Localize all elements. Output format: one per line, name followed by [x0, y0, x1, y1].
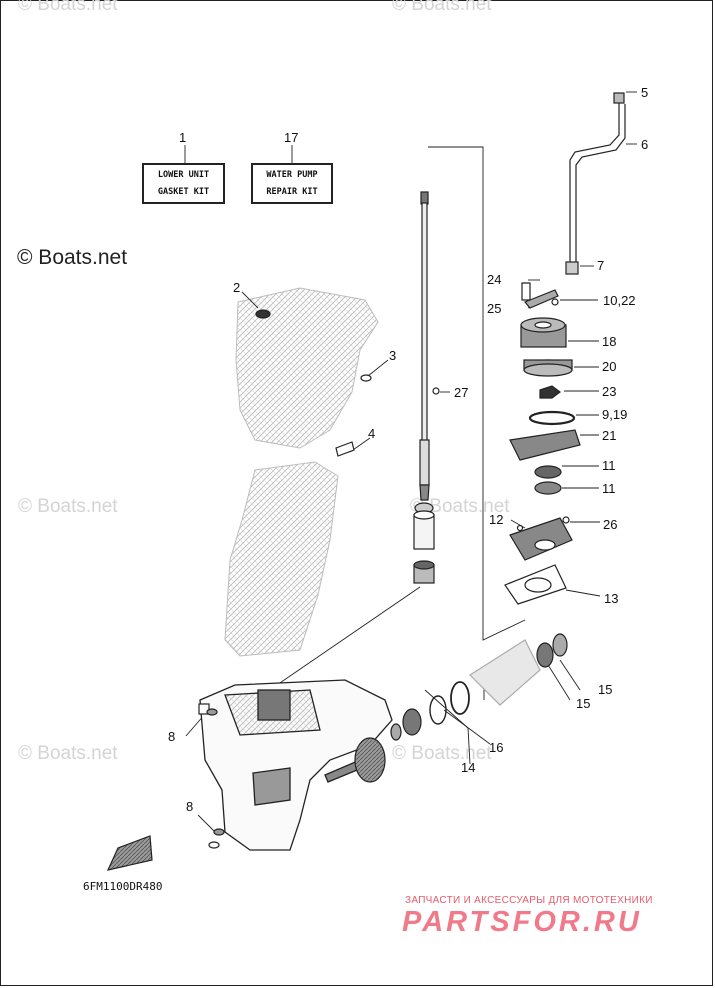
callout-16: 16 [489, 740, 504, 755]
watermark-mid-left: © Boats.net [18, 496, 118, 517]
small-hardware [198, 282, 570, 849]
callout-5: 5 [641, 85, 649, 100]
callout-21: 21 [602, 428, 617, 443]
callout-26: 26 [603, 517, 618, 532]
callout-8a: 8 [168, 729, 176, 744]
brand-tagline: ЗАПЧАСТИ И АКСЕССУАРЫ ДЛЯ МОТОТЕХНИКИ [405, 895, 653, 906]
watermark-main: © Boats.net [17, 246, 128, 269]
watermark-top-right: © Boats.net [392, 0, 492, 15]
callout-13: 13 [604, 591, 619, 606]
callout-1: 1 [179, 130, 187, 145]
callout-12: 12 [489, 512, 504, 527]
kit-gasket-line2: GASKET KIT [157, 187, 210, 197]
watermark-low-left: © Boats.net [18, 743, 118, 764]
watermark-low-right: © Boats.net [392, 743, 492, 764]
callout-18: 18 [602, 334, 617, 349]
callout-23: 23 [602, 384, 617, 399]
upper-housing-ghost [224, 287, 379, 657]
callout-24: 24 [487, 272, 502, 287]
callout-15b: 15 [576, 696, 591, 711]
callout-9-19: 9,19 [602, 407, 628, 422]
callout-25: 25 [487, 301, 502, 316]
watermark-top-left: © Boats.net [18, 0, 118, 15]
callout-7: 7 [597, 258, 605, 273]
callout-10-22: 10,22 [603, 293, 636, 308]
brand-logo: PARTSFOR.RU [402, 906, 642, 938]
callout-20: 20 [602, 359, 617, 374]
kit-pump-line1: WATER PUMP [266, 170, 318, 180]
callout-11a: 11 [602, 458, 616, 473]
drive-shaft [413, 191, 440, 584]
callout-14: 14 [461, 760, 476, 775]
watermark-mid-right: © Boats.net [410, 496, 510, 517]
callout-2: 2 [233, 280, 241, 295]
callout-6: 6 [641, 137, 649, 152]
propeller-shaft-parts [354, 633, 568, 783]
gearcase [199, 679, 393, 851]
callout-3: 3 [389, 348, 397, 363]
kit-gasket-line1: LOWER UNIT [157, 170, 210, 180]
shift-rod [565, 92, 626, 275]
kit-pump-line2: REPAIR KIT [266, 187, 318, 197]
callout-11b: 11 [602, 481, 616, 496]
callout-4: 4 [368, 426, 376, 441]
kit-water-pump-label: WATER PUMP REPAIR KIT [251, 163, 333, 204]
forward-arrow-icon [106, 835, 153, 871]
callout-17: 17 [284, 130, 299, 145]
kit-gasket-label: LOWER UNIT GASKET KIT [142, 163, 225, 204]
callout-8b: 8 [186, 799, 194, 814]
diagram-code: 6FM1100DR480 [83, 880, 163, 893]
callout-27: 27 [454, 385, 469, 400]
water-pump-stack [504, 317, 581, 605]
callout-15a: 15 [598, 682, 613, 697]
